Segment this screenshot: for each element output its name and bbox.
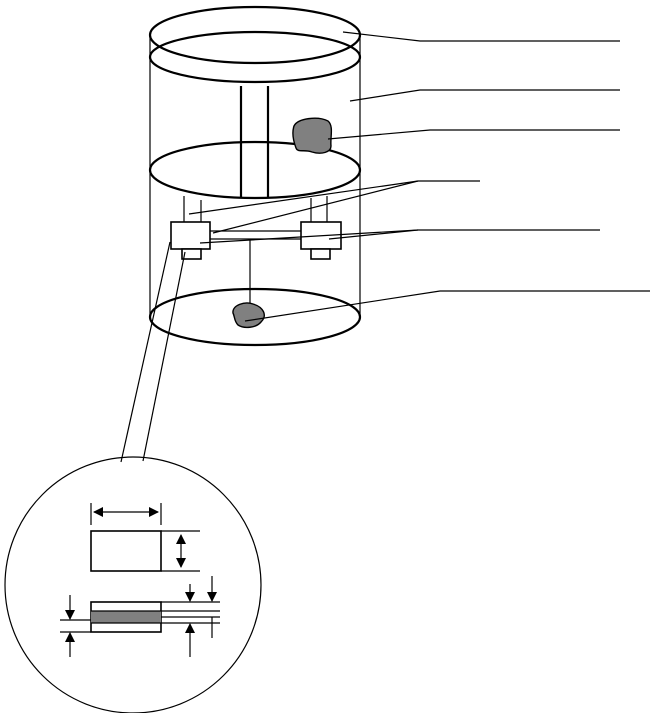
callout-leaders xyxy=(188,31,650,322)
vessel-top-rim xyxy=(148,5,362,65)
platform-disc xyxy=(148,140,362,200)
vessel-bottom xyxy=(148,287,362,347)
specimen-plan-view xyxy=(90,503,200,572)
vessel-lid xyxy=(148,30,362,84)
wall-sample xyxy=(292,117,333,154)
magnified-detail-circle xyxy=(4,456,262,713)
specimen-rect-top xyxy=(90,530,162,572)
zoom-lines xyxy=(120,241,186,463)
crossbar xyxy=(210,230,301,240)
hanging-sample xyxy=(232,302,265,329)
leader-lid xyxy=(342,31,620,42)
holder-left xyxy=(170,196,211,260)
specimen-section-view xyxy=(60,576,220,657)
coating-layer xyxy=(91,611,161,623)
leader-hanging-sample xyxy=(244,290,650,322)
leader-wall-sample xyxy=(327,129,620,140)
leader-vessel-wall xyxy=(349,89,620,102)
cylinder-vessel xyxy=(148,5,362,347)
